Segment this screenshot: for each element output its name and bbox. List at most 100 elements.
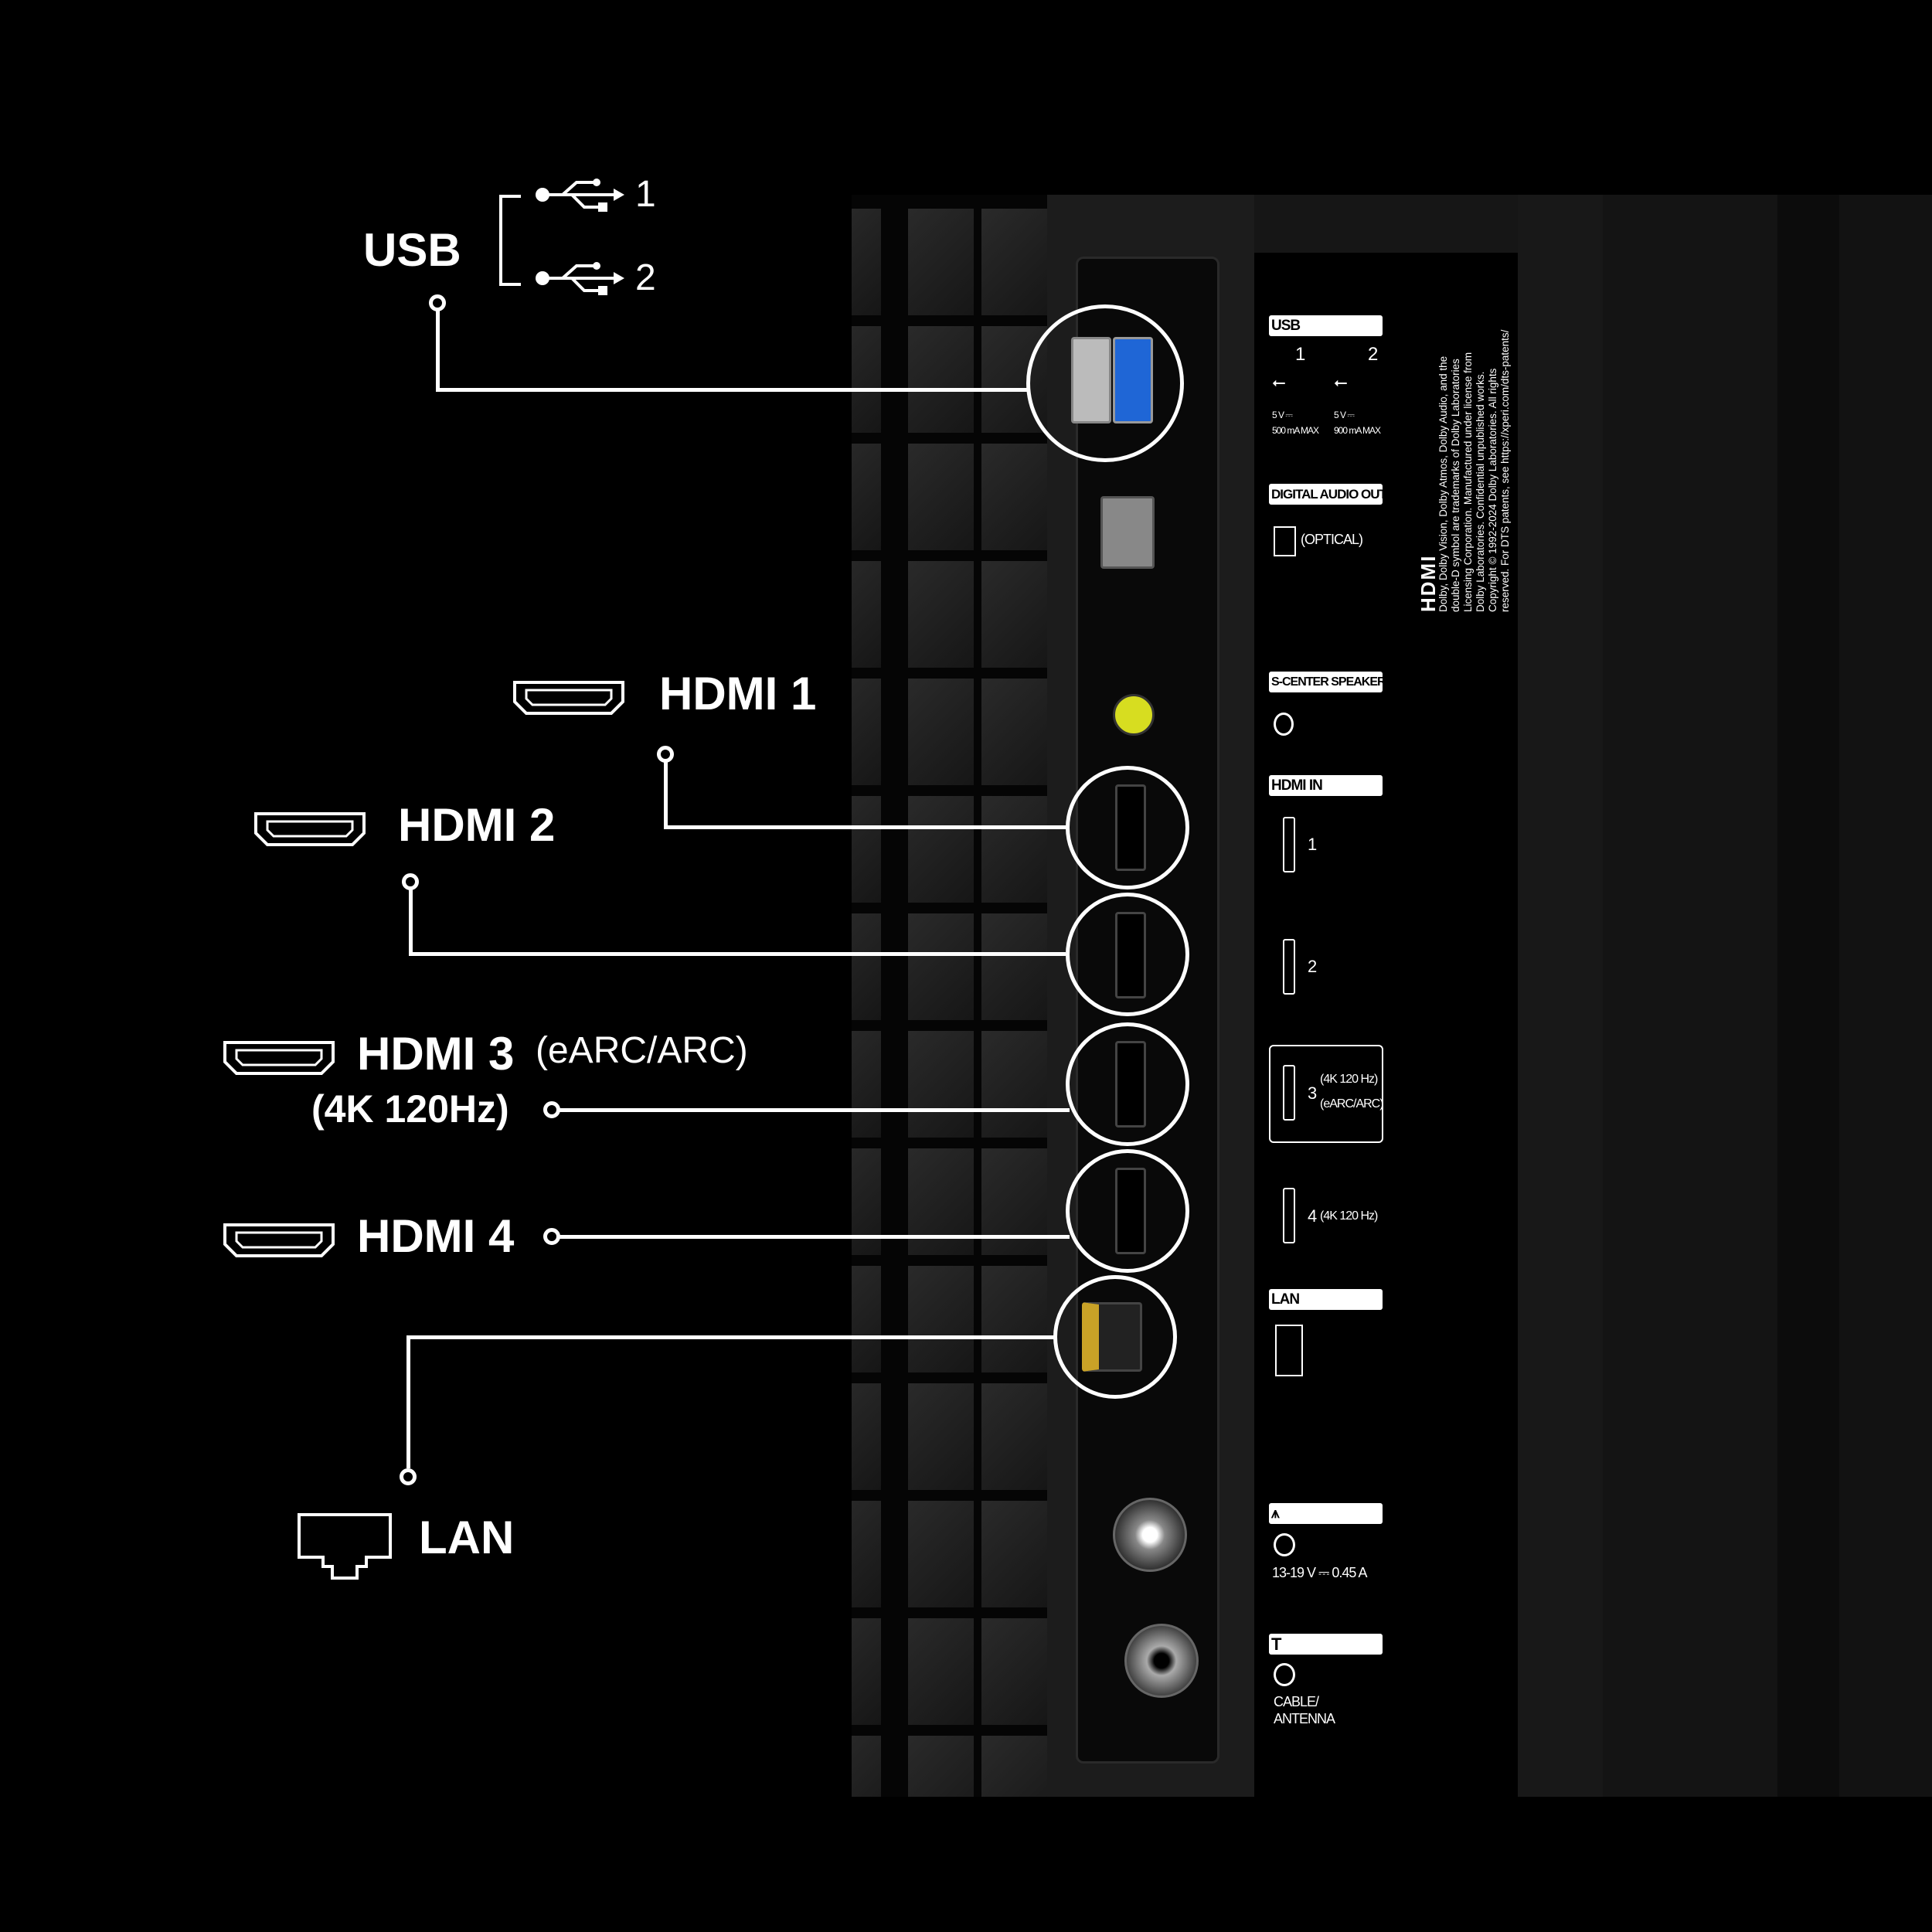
grille-square bbox=[852, 1736, 881, 1797]
usb2-current: 900 mA MAX bbox=[1334, 425, 1381, 436]
usb1-voltage: 5 V ⎓ bbox=[1272, 410, 1293, 420]
hdmi-icon bbox=[223, 1223, 335, 1257]
hdmi3-spec: (4K 120Hz) bbox=[311, 1087, 509, 1131]
panel-hdmi-3: 3 bbox=[1308, 1083, 1317, 1103]
panel-antenna-title: T bbox=[1269, 1634, 1383, 1655]
grille-square bbox=[852, 1618, 881, 1725]
grille-square bbox=[852, 1031, 881, 1138]
grille-square bbox=[981, 1031, 1047, 1138]
grille-square bbox=[852, 913, 881, 1020]
grille-square bbox=[908, 326, 974, 433]
usb-port-2-number: 2 bbox=[635, 257, 656, 298]
grille-square bbox=[908, 679, 974, 785]
hdmi2-callout-dot bbox=[402, 873, 419, 890]
legal-block: HDMI Dolby, Dolby Vision, Dolby Atmos, D… bbox=[1417, 325, 1512, 612]
lan-jack-icon bbox=[1275, 1325, 1303, 1376]
usb-leader bbox=[436, 311, 440, 391]
usb-bracket bbox=[499, 195, 521, 286]
hdmi3-box bbox=[1269, 1045, 1383, 1143]
grille-square bbox=[908, 209, 974, 315]
hdmi4-highlight-ring bbox=[1066, 1149, 1189, 1273]
hdmi4-leader bbox=[560, 1235, 1070, 1239]
panel-center-title: S-CENTER SPEAKER IN bbox=[1269, 672, 1383, 692]
grille-square bbox=[908, 1501, 974, 1607]
optical-icon bbox=[1274, 526, 1296, 556]
grille-square bbox=[981, 796, 1047, 903]
satellite-spec: 13-19 V ⎓ 0.45 A bbox=[1272, 1565, 1367, 1580]
hdmi3-callout-dot bbox=[543, 1101, 560, 1118]
panel-satellite-title: ⩚ bbox=[1269, 1503, 1383, 1524]
usb2-voltage: 5 V ⎓ bbox=[1334, 410, 1355, 420]
grille-square bbox=[908, 1031, 974, 1138]
grille-square bbox=[981, 913, 1047, 1020]
satellite-connector bbox=[1113, 1498, 1187, 1572]
panel-hdmi-4-spec: (4K 120 Hz) bbox=[1320, 1209, 1378, 1223]
hdmi-port-icon bbox=[1283, 939, 1295, 995]
panel-hdmi-4: 4 bbox=[1308, 1206, 1317, 1226]
usb-icon bbox=[536, 262, 624, 295]
grille-square bbox=[852, 209, 881, 315]
grille-square bbox=[908, 1618, 974, 1725]
antenna-label-2: ANTENNA bbox=[1274, 1711, 1335, 1726]
antenna-label: CABLE/ bbox=[1274, 1694, 1319, 1709]
hdmi1-callout-dot bbox=[657, 746, 674, 763]
rear-grille bbox=[852, 195, 1047, 1797]
panel-usb-1: 1 bbox=[1295, 344, 1305, 365]
panel-hdmi-1: 1 bbox=[1308, 835, 1317, 854]
hdmi3-arc-note: (eARC/ARC) bbox=[536, 1030, 748, 1071]
grille-square bbox=[852, 1266, 881, 1372]
grille-square bbox=[908, 444, 974, 550]
grille-square bbox=[852, 679, 881, 785]
hdmi-icon bbox=[223, 1041, 335, 1075]
hdmi2-highlight-ring bbox=[1066, 893, 1189, 1016]
usb-callout-label: USB bbox=[363, 224, 461, 276]
grille-square bbox=[908, 796, 974, 903]
grille-square bbox=[852, 1148, 881, 1255]
hdmi-icon bbox=[513, 681, 624, 715]
grille-square bbox=[981, 209, 1047, 315]
grille-square bbox=[852, 1501, 881, 1607]
grille-square bbox=[981, 1736, 1047, 1797]
jack-icon bbox=[1274, 1533, 1295, 1556]
optical-label: (OPTICAL) bbox=[1301, 532, 1363, 547]
grille-square bbox=[852, 796, 881, 903]
panel-usb-2: 2 bbox=[1368, 344, 1378, 365]
antenna-connector bbox=[1124, 1624, 1199, 1698]
grille-square bbox=[852, 444, 881, 550]
hdmi-port-icon bbox=[1283, 1188, 1295, 1243]
grille-square bbox=[981, 444, 1047, 550]
grille-square bbox=[981, 1618, 1047, 1725]
hdmi3-highlight-ring bbox=[1066, 1022, 1189, 1146]
panel-hdmi-3-arc: (eARC/ARC) bbox=[1320, 1097, 1384, 1111]
usb-callout-dot bbox=[429, 294, 446, 311]
label-panel bbox=[1254, 253, 1518, 1797]
hdmi-port-icon bbox=[1283, 817, 1295, 872]
grille-square bbox=[852, 326, 881, 433]
rear-panel bbox=[1603, 195, 1777, 1797]
optical-port bbox=[1100, 496, 1155, 569]
usb-icon: ⭠ bbox=[1272, 372, 1286, 392]
hdmi-icon bbox=[254, 812, 366, 846]
panel-hdmi-3-spec: (4K 120 Hz) bbox=[1320, 1073, 1378, 1086]
hdmi2-leader bbox=[409, 952, 1066, 956]
grille-square bbox=[908, 1736, 974, 1797]
lan-leader bbox=[406, 1335, 410, 1468]
grille-square bbox=[908, 1383, 974, 1490]
hdmi2-leader bbox=[409, 889, 413, 955]
center-speaker-jack bbox=[1113, 694, 1155, 736]
grille-square bbox=[981, 561, 1047, 668]
hdmi1-highlight-ring bbox=[1066, 766, 1189, 889]
usb-highlight-ring bbox=[1026, 304, 1184, 462]
panel-hdmi-2: 2 bbox=[1308, 957, 1317, 976]
grille-square bbox=[981, 1266, 1047, 1372]
grille-square bbox=[981, 1148, 1047, 1255]
jack-icon bbox=[1274, 1663, 1295, 1686]
legal-text: Dolby, Dolby Vision, Dolby Atmos, Dolby … bbox=[1437, 329, 1511, 612]
grille-square bbox=[981, 1501, 1047, 1607]
lan-callout-label: LAN bbox=[419, 1512, 515, 1563]
hdmi-logo: HDMI bbox=[1417, 554, 1440, 612]
hdmi3-callout-label: HDMI 3 bbox=[357, 1028, 515, 1080]
hdmi1-leader bbox=[664, 762, 668, 828]
usb-icon: ⭠ bbox=[1334, 372, 1348, 392]
rear-panel bbox=[1518, 195, 1603, 1797]
